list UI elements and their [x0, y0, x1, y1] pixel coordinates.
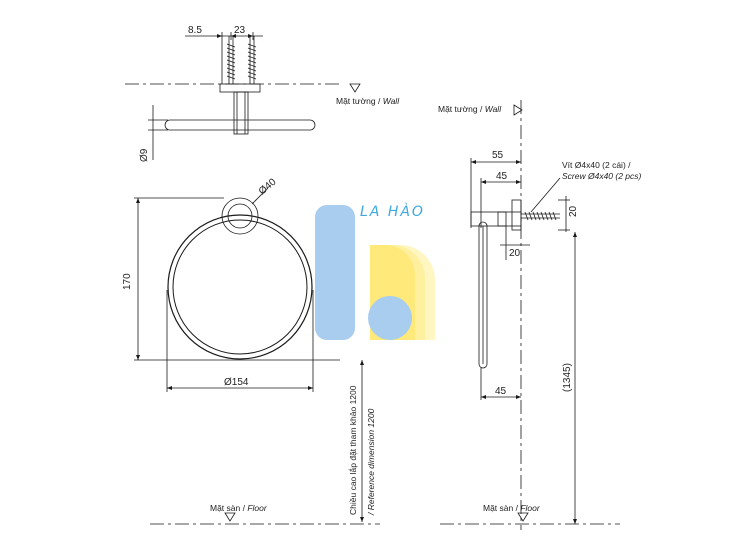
- mount-plate: [221, 197, 259, 235]
- front-view: [134, 187, 340, 392]
- logo-blue-dot: [368, 296, 412, 340]
- logo-blue-bar: [315, 205, 355, 340]
- ring-profile: [478, 221, 488, 369]
- dim-20-bottom: 20: [509, 248, 521, 259]
- floor-symbol-left: [224, 512, 236, 522]
- screws-top: [226, 36, 257, 84]
- dim-20-right: 20: [568, 205, 579, 217]
- wall-plate: [511, 199, 522, 231]
- dim-d40: Ø40: [257, 176, 279, 197]
- wall-symbol-top: [349, 83, 361, 93]
- leader-d40: [251, 187, 269, 205]
- dim-d154: Ø154: [224, 377, 249, 388]
- dim-8-5: 8.5: [188, 25, 202, 36]
- dim-170: 170: [122, 273, 133, 290]
- ring-bar-side: [164, 119, 316, 131]
- height-label-en: / Reference dimension 1200: [366, 408, 376, 516]
- floor-symbol-right: [517, 512, 529, 522]
- logo-text: LA HÀO: [360, 203, 425, 220]
- dim-45-bottom: 45: [495, 386, 507, 397]
- ring-outer: [167, 214, 313, 360]
- screw-label-vi: Vít Ø4x40 (2 cái) /: [562, 160, 631, 170]
- arrowheads: [136, 34, 577, 524]
- wall-symbol-right: [513, 104, 523, 116]
- drawing-lines: [125, 32, 620, 530]
- leader-screw: [530, 177, 561, 213]
- dim-23: 23: [234, 25, 246, 36]
- top-view: [125, 32, 361, 160]
- wall-label-top: Mặt tường / Wall: [336, 96, 400, 106]
- floor-label-left: Mặt sàn / Floor: [210, 503, 268, 513]
- screw-label-en: Screw Ø4x40 (2 pcs): [562, 171, 642, 181]
- ring-inner: [172, 219, 308, 355]
- bracket: [470, 211, 522, 227]
- dim-1345: (1345): [562, 363, 573, 392]
- dim-55: 55: [492, 150, 504, 161]
- screw-right: [521, 211, 560, 221]
- stem-top: [233, 91, 249, 135]
- floor-label-right: Mặt sàn / Floor: [483, 503, 541, 513]
- side-view: [440, 100, 620, 530]
- base-plate-top: [219, 83, 261, 93]
- la-hao-logo: LA HÀO: [315, 203, 435, 340]
- wall-label-right: Mặt tường / Wall: [438, 104, 502, 114]
- height-label-vi: Chiều cao lắp đặt tham khảo 1200: [348, 385, 358, 515]
- dim-d9: Ø9: [139, 148, 150, 162]
- dim-45-top: 45: [496, 171, 508, 182]
